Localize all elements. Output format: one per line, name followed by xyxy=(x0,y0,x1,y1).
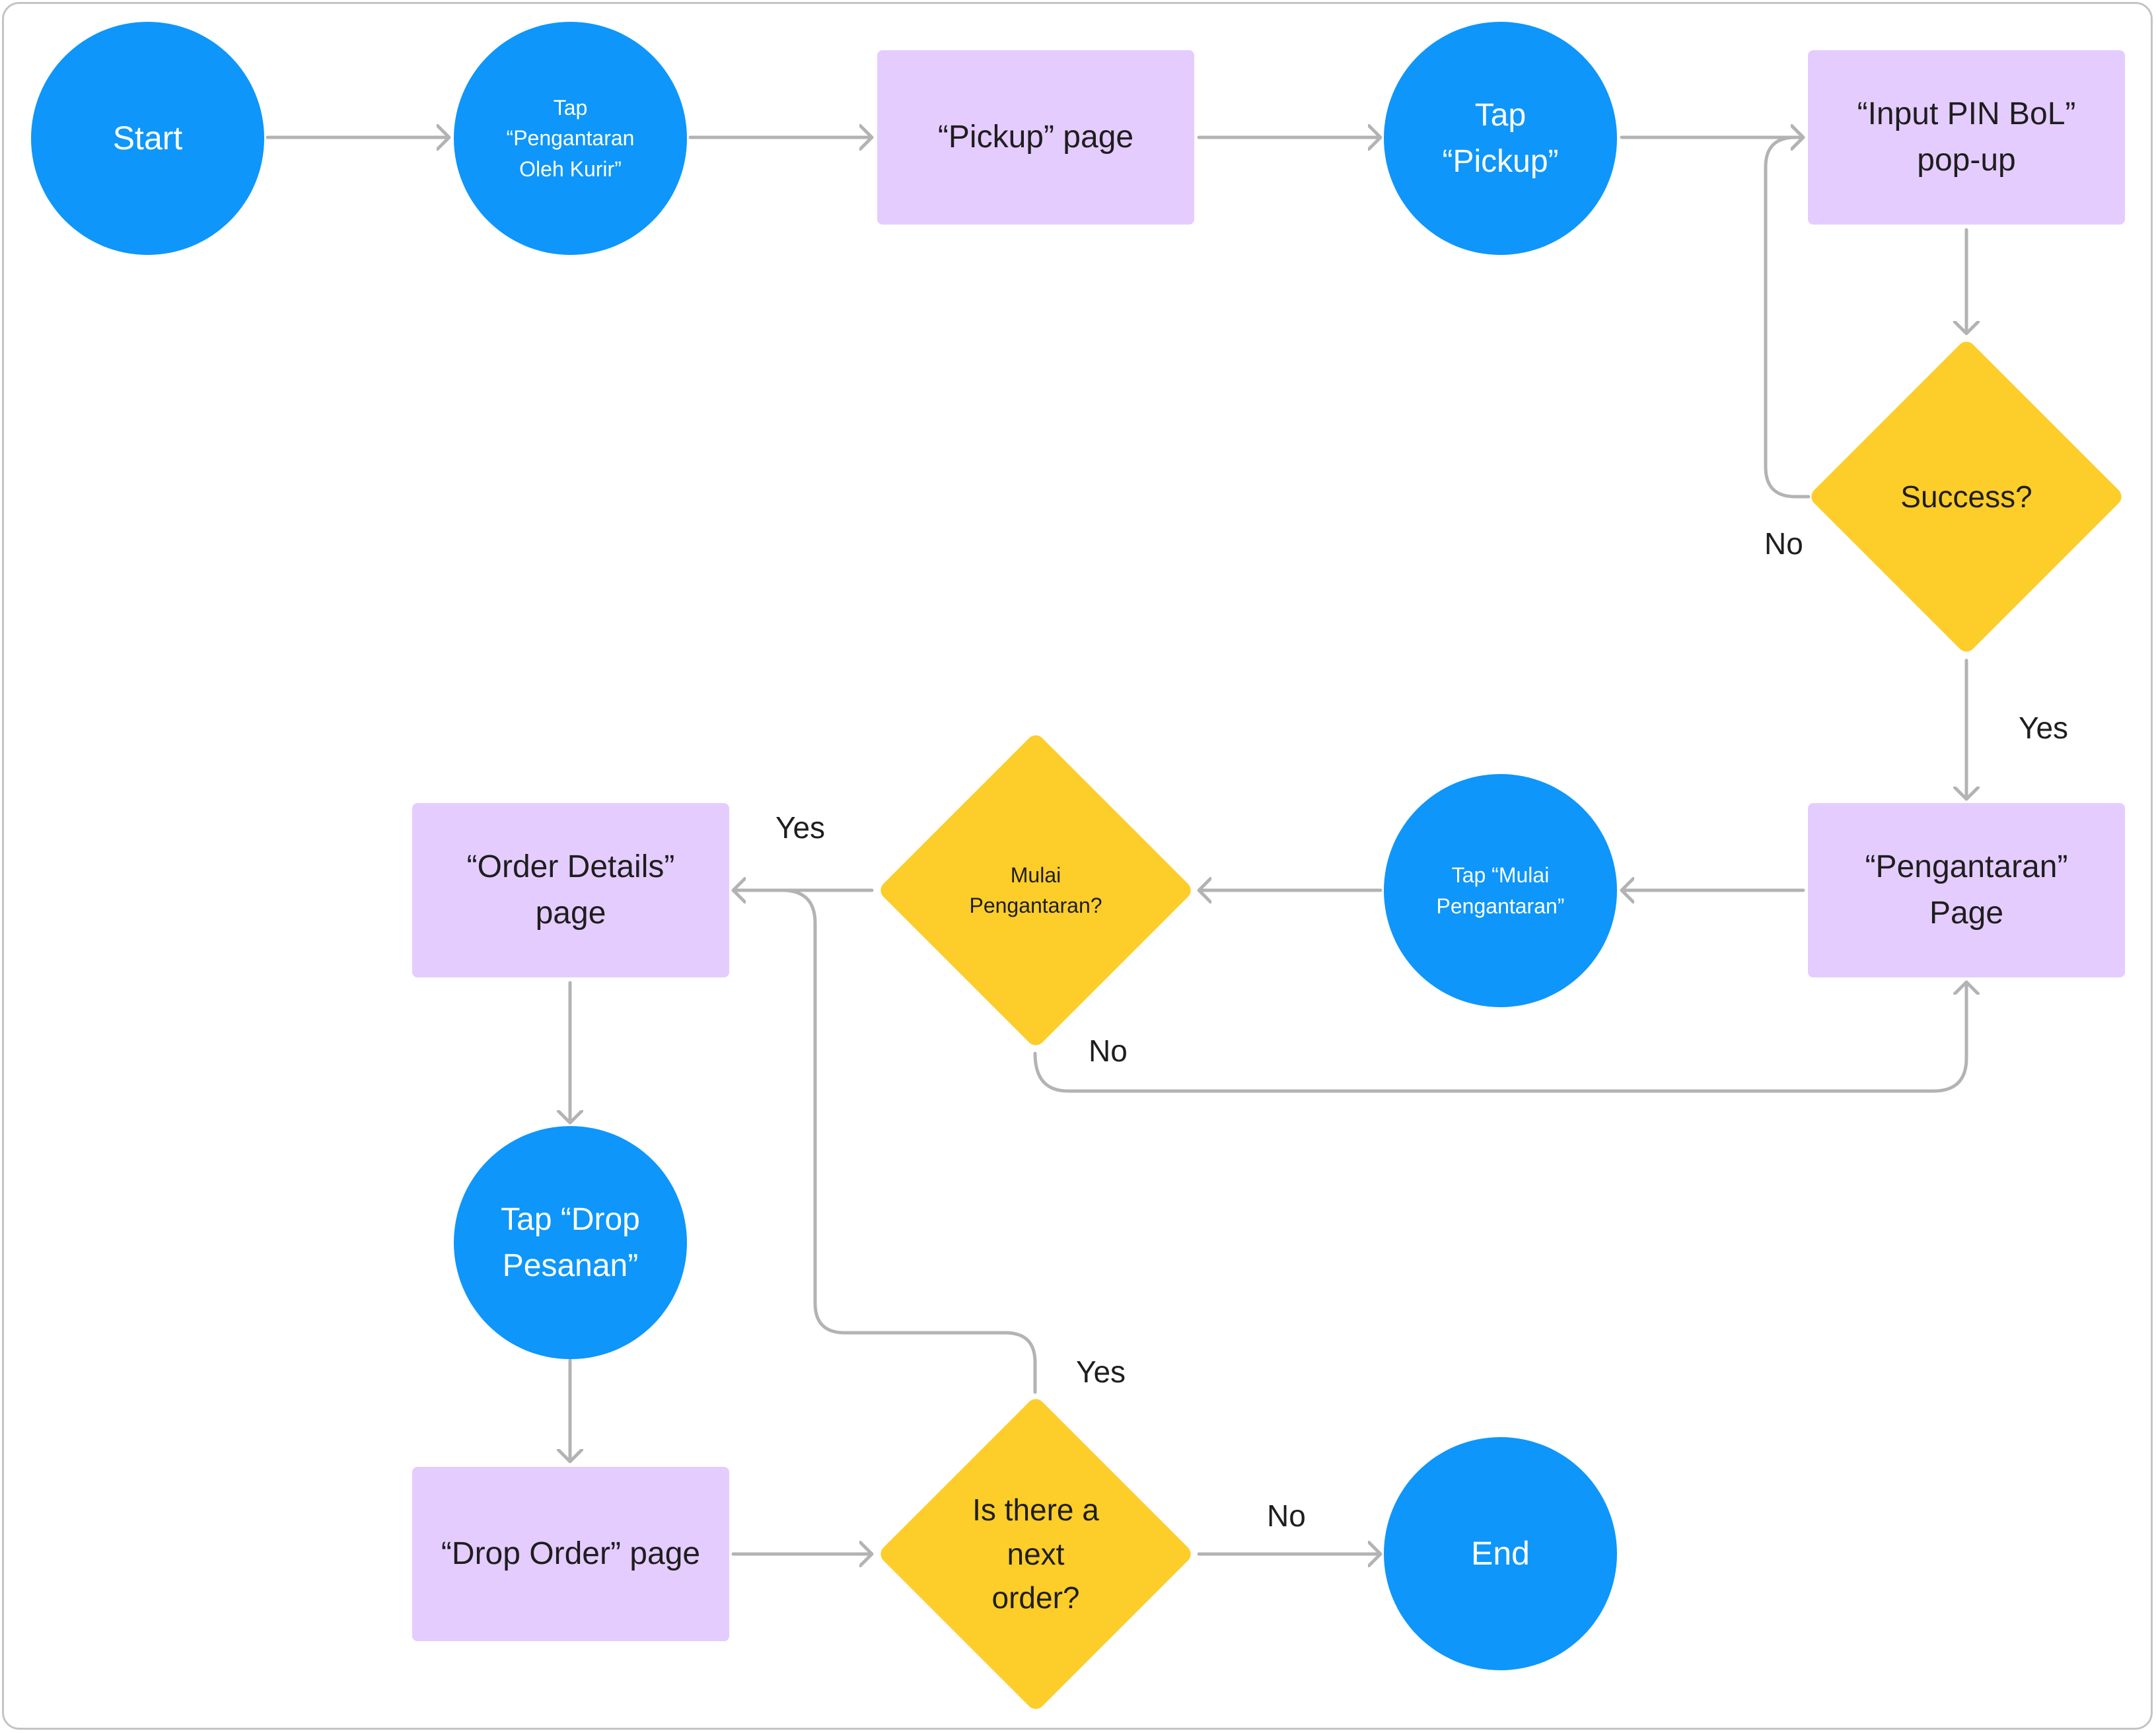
tap-mulai-pengantaran-label: Tap “Mulai Pengantaran” xyxy=(1436,863,1565,918)
tap-pengantaran-oleh-kurir-node: Tap “Pengantaran Oleh Kurir” xyxy=(454,22,687,255)
edge-next-yes-loop xyxy=(780,888,1037,1394)
mulai-pengantaran-decision-node: Mulai Pengantaran? xyxy=(877,731,1195,1049)
success-label: Success? xyxy=(1900,479,2032,514)
mulai-yes-label: Yes xyxy=(775,810,826,845)
next-yes-label: Yes xyxy=(1076,1355,1126,1389)
mulai-no-label: No xyxy=(1089,1034,1128,1068)
start-node: Start xyxy=(31,22,264,255)
tap-pickup-node: Tap “Pickup” xyxy=(1384,22,1617,255)
mulai-pengantaran-label: Mulai Pengantaran? xyxy=(969,863,1102,917)
end-label: End xyxy=(1471,1535,1530,1573)
pickup-page-label: “Pickup” page xyxy=(937,120,1134,155)
success-yes-label: Yes xyxy=(2019,711,2069,745)
next-order-label: Is there a next order? xyxy=(972,1492,1099,1615)
next-no-label: No xyxy=(1267,1499,1306,1533)
success-decision-node: Success? xyxy=(1807,337,2126,656)
order-details-page-label: “Order Details” page xyxy=(466,849,675,931)
tap-drop-pesanan-node: Tap “Drop Pesanan” xyxy=(454,1126,687,1359)
success-no-label: No xyxy=(1764,526,1803,561)
drop-order-page-label: “Drop Order” page xyxy=(441,1536,701,1572)
tap-pengantaran-oleh-kurir-label: Tap “Pengantaran Oleh Kurir” xyxy=(506,95,635,181)
pengantaran-page-label: “Pengantaran” Page xyxy=(1865,849,2068,931)
tap-pickup-label: Tap “Pickup” xyxy=(1442,97,1559,179)
pickup-page-node: “Pickup” page xyxy=(877,50,1194,225)
order-details-page-node: “Order Details” page xyxy=(412,803,729,977)
edge-mulai-no-to-pengantaran xyxy=(1033,980,1966,1093)
edge-success-no-loop xyxy=(1764,137,1811,499)
tap-mulai-pengantaran-node: Tap “Mulai Pengantaran” xyxy=(1384,774,1617,1007)
pengantaran-page-node: “Pengantaran” Page xyxy=(1808,803,2125,977)
start-label: Start xyxy=(112,120,183,157)
tap-drop-pesanan-label: Tap “Drop Pesanan” xyxy=(501,1201,640,1283)
input-pin-bol-node: “Input PIN BoL” pop-up xyxy=(1808,50,2125,225)
input-pin-bol-label: “Input PIN BoL” pop-up xyxy=(1857,96,2076,178)
next-order-decision-node: Is there a next order? xyxy=(877,1395,1195,1713)
drop-order-page-node: “Drop Order” page xyxy=(412,1467,729,1641)
end-node: End xyxy=(1384,1437,1617,1670)
